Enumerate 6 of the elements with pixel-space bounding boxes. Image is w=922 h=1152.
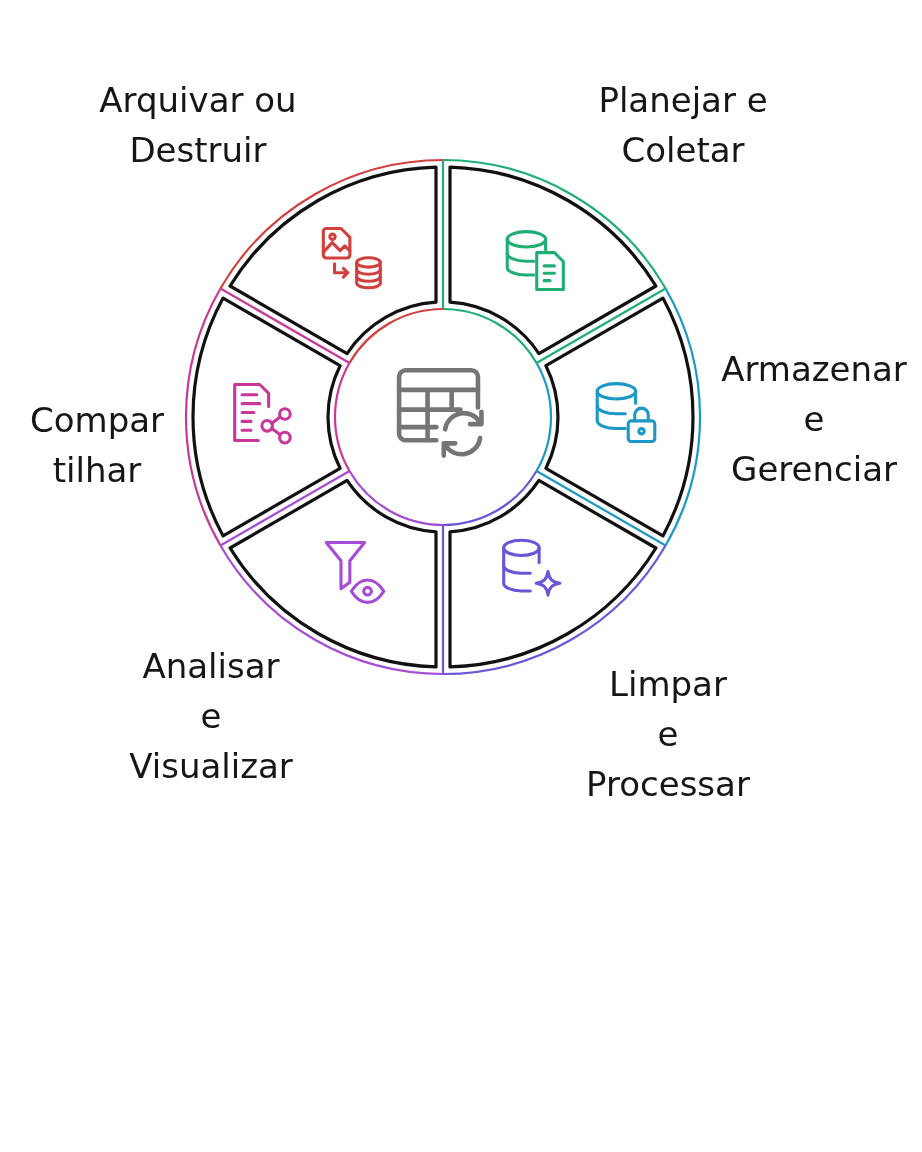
segment-label: Analisar e Visualizar — [129, 645, 293, 788]
segment-label: Compar tilhar — [29, 399, 165, 492]
segment-label: Planejar e Coletar — [597, 79, 769, 172]
segment-label: Arquivar ou Destruir — [98, 79, 298, 172]
segment-label: Armazenar e Gerenciar — [721, 348, 907, 491]
segment-label: Limpar e Processar — [586, 663, 750, 806]
